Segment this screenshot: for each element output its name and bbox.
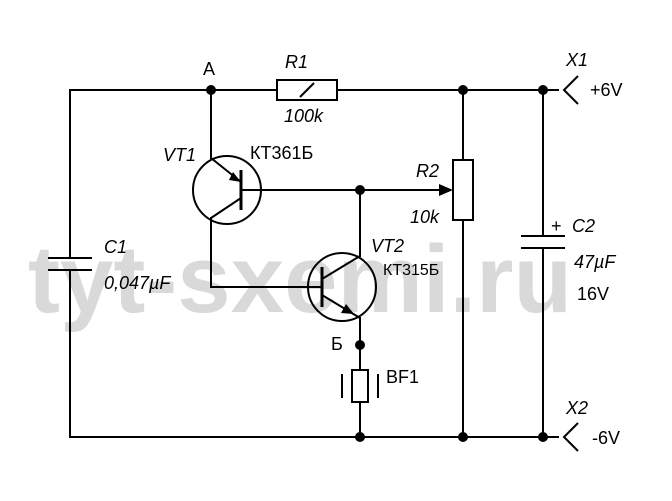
vt2-type-label: КТ315Б bbox=[383, 262, 439, 279]
transistor-vt2-collector bbox=[321, 255, 361, 280]
r1-value-label: 100k bbox=[284, 106, 324, 126]
capacitor-c2: + C2 47µF 16V bbox=[521, 216, 616, 304]
terminal-x2: X2 -6V bbox=[542, 398, 620, 452]
c2-voltage-label: 16V bbox=[577, 284, 609, 304]
vt1-type-label: КТ361Б bbox=[250, 143, 313, 163]
vt2-name-label: VT2 bbox=[371, 236, 404, 256]
junction-node-a bbox=[206, 85, 216, 95]
vt1-name-label: VT1 bbox=[163, 145, 196, 165]
transistor-vt2-emitter bbox=[321, 294, 361, 319]
node-b-label: Б bbox=[331, 334, 343, 354]
potentiometer-r2-body bbox=[452, 159, 474, 221]
c2-value-label: 47µF bbox=[574, 252, 616, 272]
terminal-x1-symbol bbox=[562, 75, 579, 105]
junction-dot bbox=[355, 185, 365, 195]
transistor-vt1: VT1 КТ361Б bbox=[163, 143, 313, 225]
junction-dot bbox=[458, 85, 468, 95]
junction-node-b bbox=[355, 340, 365, 350]
c1-value-label: 0,047µF bbox=[104, 273, 171, 293]
bf1-name-label: BF1 bbox=[386, 367, 419, 387]
transistor-vt2-emitter-arrow bbox=[341, 304, 354, 314]
r1-name-label: R1 bbox=[285, 52, 308, 72]
junction-dot bbox=[458, 432, 468, 442]
transistor-vt1-emitter-arrow bbox=[229, 172, 241, 182]
x1-voltage-label: +6V bbox=[590, 80, 623, 100]
buzzer-bf1-body bbox=[351, 369, 369, 403]
junction-dots bbox=[206, 85, 548, 442]
c2-name-label: C2 bbox=[572, 216, 595, 236]
watermark-text: tyt-sxemi.ru bbox=[28, 226, 572, 333]
junction-dot bbox=[355, 432, 365, 442]
transistor-vt1-body bbox=[192, 155, 262, 225]
transistor-vt2: VT2 КТ315Б bbox=[307, 236, 439, 322]
resistor-r1-slash bbox=[299, 82, 315, 98]
terminal-x1: X1 +6V bbox=[542, 50, 623, 105]
potentiometer-r2: R2 10k bbox=[410, 159, 474, 227]
transistor-vt2-body bbox=[307, 252, 377, 322]
x1-name-label: X1 bbox=[565, 50, 588, 70]
terminal-x2-symbol bbox=[562, 422, 579, 452]
capacitor-c1: C1 0,047µF bbox=[48, 237, 171, 293]
x2-name-label: X2 bbox=[565, 398, 588, 418]
buzzer-bf1: BF1 bbox=[341, 367, 419, 403]
resistor-r1: R1 100k bbox=[276, 52, 338, 126]
c2-polarity-label: + bbox=[551, 216, 562, 236]
transistor-vt1-collector bbox=[210, 197, 242, 219]
r2-name-label: R2 bbox=[416, 161, 439, 181]
c1-name-label: C1 bbox=[104, 237, 127, 257]
potentiometer-wiper-arrow bbox=[439, 184, 453, 196]
x2-voltage-label: -6V bbox=[592, 428, 620, 448]
r2-value-label: 10k bbox=[410, 207, 440, 227]
node-a-label: A bbox=[203, 59, 215, 79]
